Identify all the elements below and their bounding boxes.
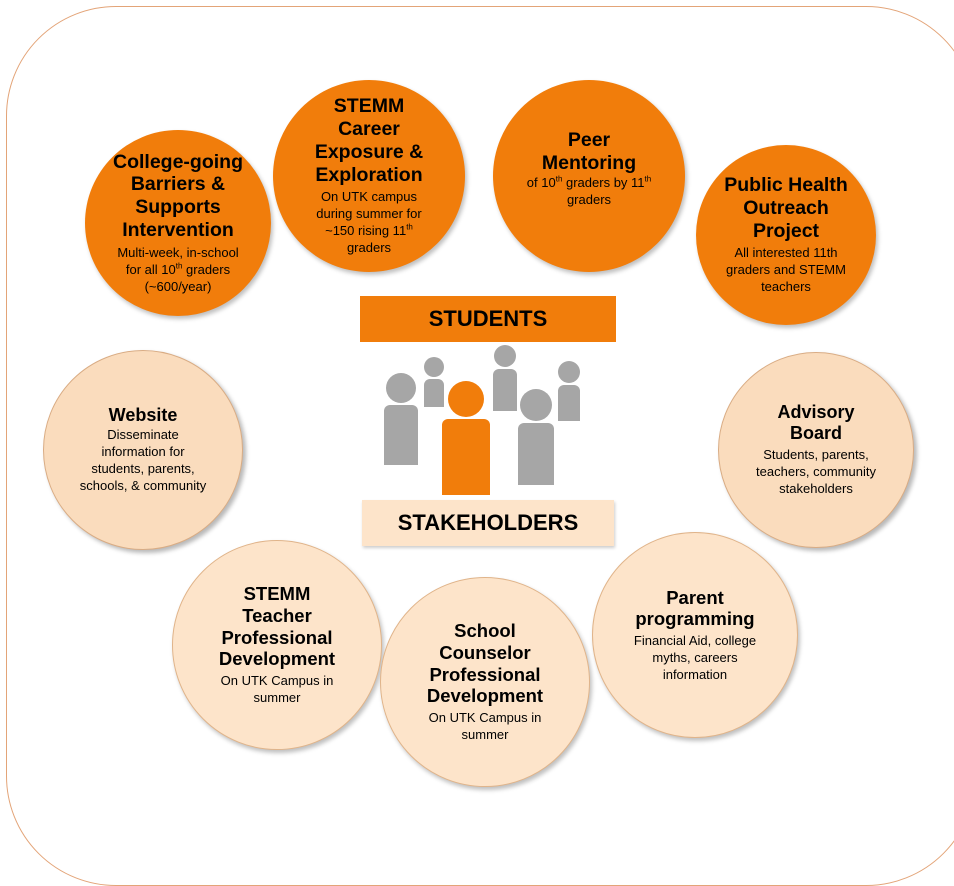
peer-mentoring-desc: of 10th graders by 11th graders: [526, 174, 652, 207]
stemm-teacher-desc: On UTK Campus in summer: [220, 672, 334, 705]
school-counselor-circle: School Counselor Professional Developmen…: [380, 577, 590, 787]
website-desc: Disseminate information for students, pa…: [79, 427, 207, 493]
parent-programming-desc: Financial Aid, college myths, careers in…: [633, 632, 757, 682]
school-counselor-desc: On UTK Campus in summer: [428, 709, 542, 742]
public-health-title: Public Health Outreach Project: [724, 173, 848, 242]
school-counselor-title: School Counselor Professional Developmen…: [426, 620, 544, 707]
stemm-teacher-title: STEMM Teacher Professional Development: [218, 583, 336, 670]
stemm-teacher-circle: STEMM Teacher Professional Development O…: [172, 540, 382, 750]
website-title: Website: [108, 405, 178, 426]
stemm-career-circle: STEMM Career Exposure & Exploration On U…: [273, 80, 465, 272]
parent-programming-circle: Parent programming Financial Aid, colleg…: [592, 532, 798, 738]
students-banner: STUDENTS: [360, 296, 616, 342]
people-group-icon: [380, 345, 590, 495]
peer-mentoring-title: Peer Mentoring: [541, 129, 637, 175]
peer-mentoring-circle: Peer Mentoring of 10th graders by 11th g…: [493, 80, 685, 272]
college-going-title: College-going Barriers & Supports Interv…: [113, 150, 243, 241]
advisory-board-desc: Students, parents, teachers, community s…: [756, 447, 876, 496]
stemm-career-desc: On UTK campus during summer for ~150 ris…: [316, 189, 422, 256]
advisory-board-title: Advisory Board: [777, 402, 855, 444]
college-going-circle: College-going Barriers & Supports Interv…: [85, 130, 271, 316]
stakeholders-banner: STAKEHOLDERS: [362, 500, 614, 546]
advisory-board-circle: Advisory Board Students, parents, teache…: [718, 352, 914, 548]
public-health-desc: All interested 11th graders and STEMM te…: [726, 245, 846, 295]
parent-programming-title: Parent programming: [635, 586, 755, 630]
public-health-circle: Public Health Outreach Project All inter…: [696, 145, 876, 325]
stemm-career-title: STEMM Career Exposure & Exploration: [314, 95, 424, 186]
college-going-desc: Multi-week, in-school for all 10th grade…: [117, 244, 239, 294]
website-circle: Website Disseminate information for stud…: [43, 350, 243, 550]
